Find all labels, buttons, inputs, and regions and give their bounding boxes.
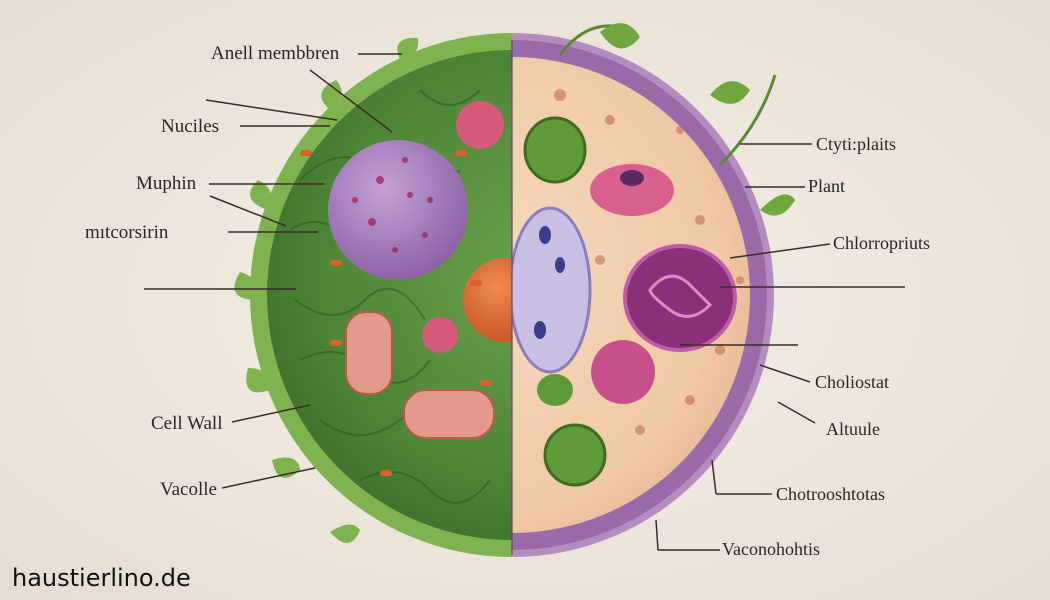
label-choliostat: Choliostat: [815, 372, 890, 392]
vacuole: [512, 206, 592, 374]
small-organelle: [456, 101, 504, 149]
nucleus-pattern: [648, 274, 713, 318]
label-altuule: Altuule: [826, 419, 880, 439]
golgi-core: [620, 170, 644, 186]
label-vacolle: Vacolle: [160, 479, 217, 500]
animal-nucleus: [623, 244, 737, 352]
leader-lines-right: [655, 143, 905, 551]
chloroplast-small: [537, 374, 573, 406]
chloroplast: [523, 116, 587, 184]
vine-leaves: [558, 23, 795, 216]
label-ctyti-plaits: Ctyti:plaits: [816, 134, 897, 154]
chloroplast: [543, 423, 607, 487]
small-organelle: [422, 317, 458, 353]
vacuole-spots: [534, 226, 565, 339]
nucleus-dots: [352, 157, 433, 253]
watermark: haustierlino.de: [12, 564, 191, 592]
pink-organelle: [591, 340, 655, 404]
leader-lines-left: [144, 53, 402, 489]
small-granules: [300, 150, 492, 476]
nucleus: [328, 140, 468, 280]
label-vaconohohtis: Vaconohohtis: [722, 539, 820, 559]
mitochondrion: [345, 311, 393, 395]
golgi-organelle: [590, 164, 674, 216]
label-mitcorsirin: mıtcorsirin: [85, 222, 169, 243]
label-chlorropriuts: Chlorropriuts: [833, 233, 930, 253]
mitochondrion: [403, 389, 495, 439]
label-cell-wall: Cell Wall: [151, 413, 223, 434]
label-anell-membbren: Anell membbren: [211, 43, 340, 64]
label-muphin: Muphin: [136, 173, 197, 194]
label-plant: Plant: [808, 176, 846, 196]
orange-organelle: [463, 258, 512, 342]
label-chotrooshtotas: Chotrooshtotas: [776, 484, 886, 504]
label-nuciles: Nuciles: [161, 116, 220, 137]
